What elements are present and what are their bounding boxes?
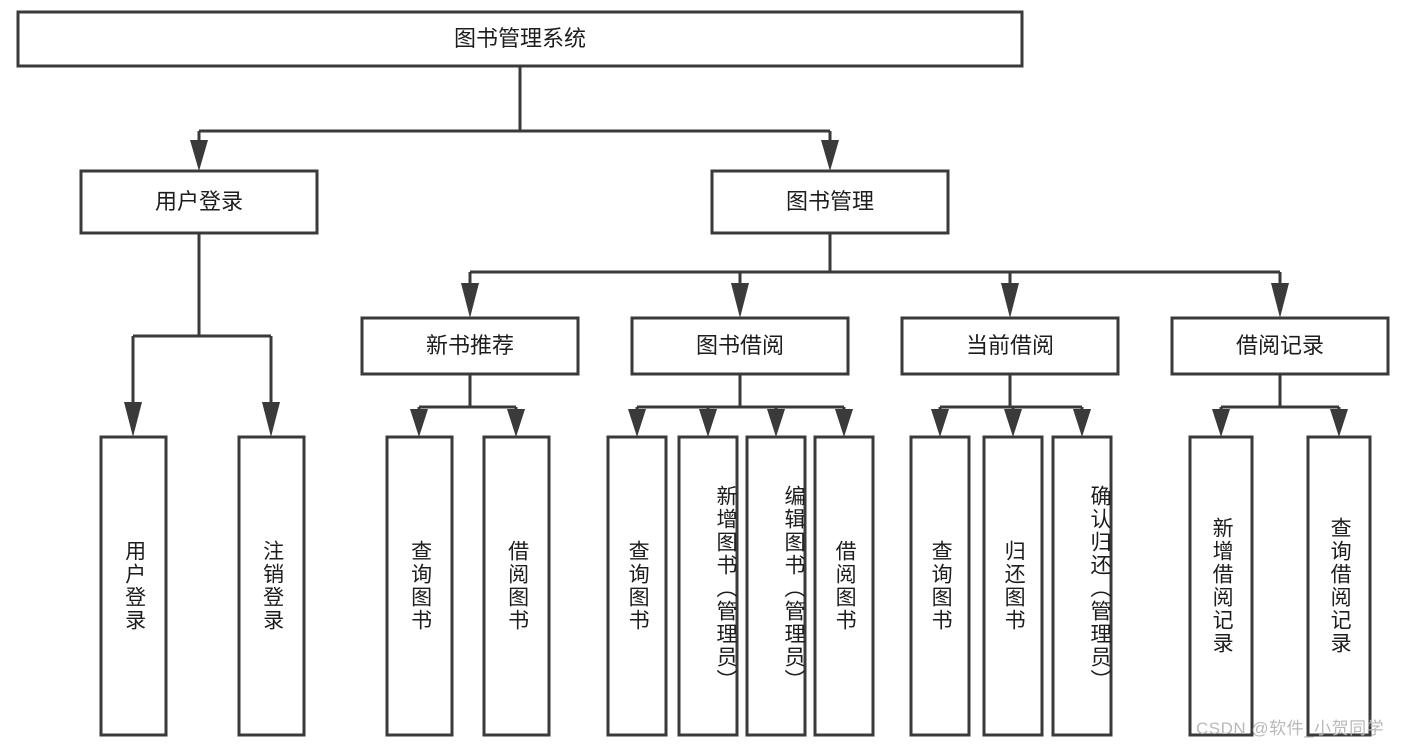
node-box-leaf-query-book-current[interactable] bbox=[909, 435, 971, 737]
arrow-head-leaf-query-book-borrow bbox=[628, 409, 646, 437]
node-box-book-management[interactable] bbox=[710, 169, 950, 235]
connectors-bookborrow-to-leaves bbox=[628, 374, 853, 437]
node-box-leaf-add-borrow-record[interactable] bbox=[1188, 435, 1254, 737]
arrow-head-leaf-add-book-admin bbox=[699, 409, 717, 437]
arrow-head-leaf-confirm-return-admin bbox=[1073, 409, 1091, 437]
arrow-head-leaf-user-login bbox=[124, 402, 142, 437]
connectors-bookmgmt-to-level3 bbox=[461, 233, 1289, 318]
node-box-leaf-query-borrow-record[interactable] bbox=[1306, 435, 1372, 737]
node-box-current-borrow[interactable] bbox=[900, 316, 1120, 376]
node-box-leaf-query-book-new[interactable] bbox=[385, 435, 454, 737]
node-box-leaf-borrow-book-borrow[interactable] bbox=[813, 435, 875, 737]
connectors-currentborrow-to-leaves bbox=[931, 374, 1091, 437]
node-box-borrow-record[interactable] bbox=[1170, 316, 1390, 376]
connectors-borrowrecord-to-leaves bbox=[1212, 374, 1348, 437]
node-box-leaf-user-login[interactable] bbox=[99, 435, 168, 737]
node-box-book-borrow[interactable] bbox=[630, 316, 850, 376]
arrow-head-leaf-query-book-new bbox=[410, 409, 428, 437]
arrow-head-leaf-edit-book-admin bbox=[767, 409, 785, 437]
arrow-head-leaf-add-borrow-record bbox=[1212, 409, 1230, 437]
arrow-head-current-borrow bbox=[1001, 283, 1019, 318]
arrow-head-leaf-query-book-current bbox=[931, 409, 949, 437]
arrow-head-book-management bbox=[821, 140, 839, 171]
connectors-newbook-to-leaves bbox=[410, 374, 525, 437]
node-box-new-book-recommend[interactable] bbox=[360, 316, 580, 376]
node-boxes bbox=[16, 10, 1390, 737]
arrow-head-leaf-borrow-book-new bbox=[507, 409, 525, 437]
node-box-leaf-query-book-borrow[interactable] bbox=[606, 435, 668, 737]
arrow-head-leaf-query-borrow-record bbox=[1330, 409, 1348, 437]
arrow-head-leaf-logout-login bbox=[262, 402, 280, 437]
node-box-user-login[interactable] bbox=[79, 169, 319, 235]
node-box-root[interactable] bbox=[16, 10, 1024, 68]
arrow-head-book-borrow bbox=[731, 283, 749, 318]
connectors-root-to-level2 bbox=[190, 66, 839, 171]
arrow-head-borrow-record bbox=[1271, 283, 1289, 318]
node-box-leaf-logout-login[interactable] bbox=[237, 435, 306, 737]
node-box-leaf-borrow-book-new[interactable] bbox=[482, 435, 551, 737]
node-box-leaf-confirm-return-admin[interactable] bbox=[1051, 435, 1113, 737]
node-box-leaf-return-book[interactable] bbox=[982, 435, 1044, 737]
connectors-userlogin-to-leaves bbox=[124, 233, 280, 437]
arrow-head-new-book-recommend bbox=[461, 283, 479, 318]
arrow-head-leaf-return-book bbox=[1004, 409, 1022, 437]
node-box-leaf-edit-book-admin[interactable] bbox=[745, 435, 807, 737]
node-box-leaf-add-book-admin[interactable] bbox=[677, 435, 739, 737]
arrow-head-leaf-borrow-book-borrow bbox=[835, 409, 853, 437]
csdn-watermark: CSDN @软件_小贺同学 bbox=[1196, 719, 1385, 738]
arrow-head-user-login bbox=[190, 140, 208, 171]
